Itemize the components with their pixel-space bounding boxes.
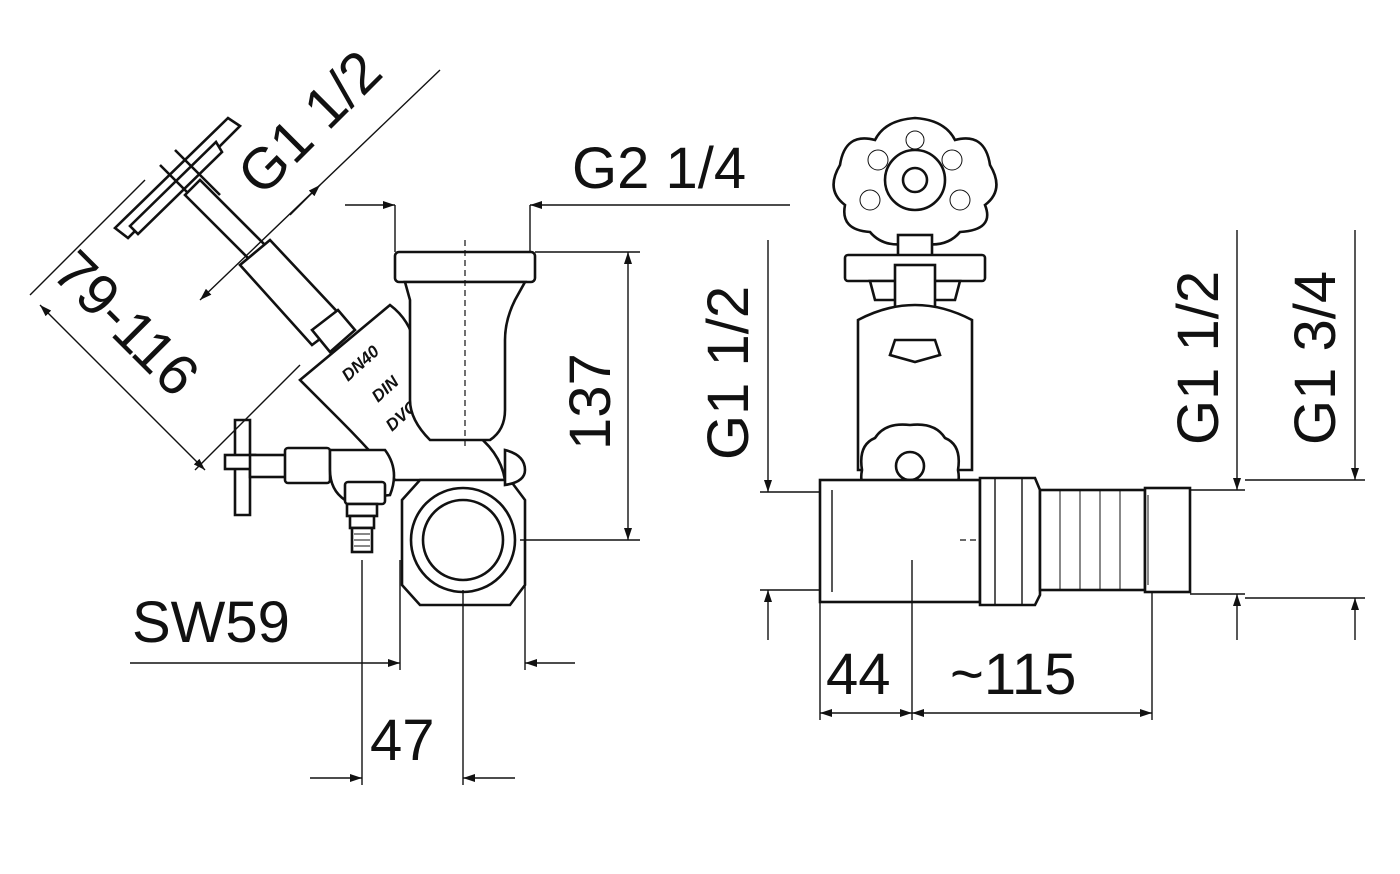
dim-outlet-thread: G1 1/2	[1166, 230, 1245, 640]
left-view: DN40 DIN DVGW	[29, 38, 790, 785]
top-outlet-icon	[393, 240, 537, 450]
dim-wrench-size: SW59	[130, 560, 575, 670]
drain-valve-icon	[223, 418, 396, 554]
dim-text-g1-1-2-inlet: G1 1/2	[696, 286, 761, 460]
dim-handwheel-range: 79-116	[29, 179, 301, 471]
dim-text-g2-1-4: G2 1/4	[572, 136, 746, 201]
dim-text-sw59: SW59	[132, 590, 290, 655]
dim-text-g1-1-2-outlet: G1 1/2	[1166, 271, 1231, 445]
dim-length-outlet: ~115	[912, 592, 1153, 720]
dim-offset: 47	[310, 560, 515, 785]
dim-length-inlet: 44	[819, 560, 913, 720]
main-handwheel-icon	[832, 116, 998, 246]
dim-text-g1-3-4: G1 3/4	[1283, 271, 1348, 445]
dim-text-44: 44	[826, 642, 891, 707]
dim-height: 137	[520, 251, 640, 541]
top-handwheel-icon	[113, 116, 357, 354]
horizontal-pipe-icon	[818, 476, 1192, 607]
dim-text-47: 47	[370, 708, 435, 773]
right-view: G1 1/2 G1 1/2 G1 3/4 44	[696, 116, 1365, 720]
dim-text-115: ~115	[950, 642, 1076, 707]
bottom-union-icon	[400, 448, 527, 607]
dim-text-g1-1-2-angled: G1 1/2	[225, 38, 394, 207]
dim-text-137: 137	[558, 353, 623, 450]
dim-top-thread: G2 1/4	[345, 136, 790, 252]
dim-inlet-thread: G1 1/2	[696, 240, 820, 640]
dim-outlet-thread-large: G1 3/4	[1245, 230, 1365, 640]
dim-text-79-116: 79-116	[41, 238, 212, 409]
